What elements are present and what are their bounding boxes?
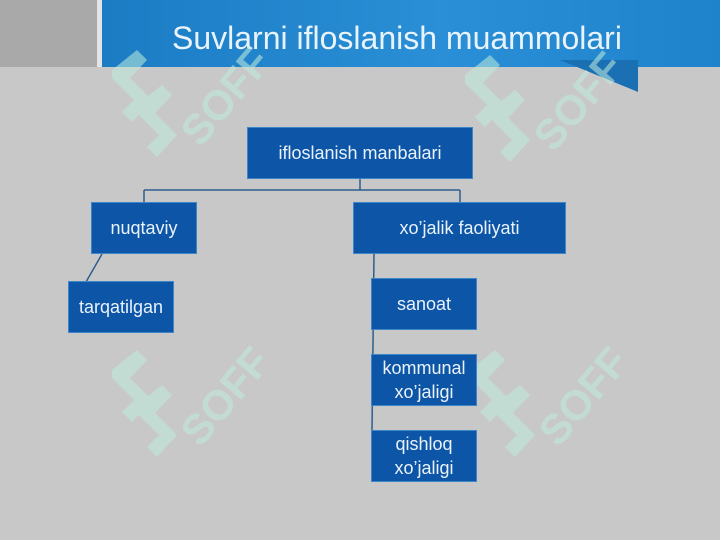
node-left-branch: nuqtaviy: [91, 202, 197, 254]
node-industry: sanoat: [371, 278, 477, 330]
node-right-branch: xo’jalik faoliyati: [353, 202, 566, 254]
slide-title: Suvlarni ifloslanish muammolari: [172, 20, 622, 56]
header-fold-shape: [560, 60, 638, 92]
node-communal: kommunal xo’jaligi: [371, 354, 477, 406]
soff-logo-icon: SOFF: [470, 338, 630, 457]
header-band: [102, 0, 720, 67]
connector-left-child: [85, 253, 103, 283]
node-agriculture: qishloq xo’jaligi: [371, 430, 477, 482]
node-left-child: tarqatilgan: [68, 281, 174, 333]
soff-logo-icon: SOFF: [112, 38, 272, 157]
node-root: ifloslanish manbalari: [247, 127, 473, 179]
header-separator: [97, 0, 102, 67]
header-gray-block: [0, 0, 97, 67]
soff-logo-icon: SOFF: [465, 43, 625, 162]
soff-logo-icon: SOFF: [112, 338, 272, 457]
